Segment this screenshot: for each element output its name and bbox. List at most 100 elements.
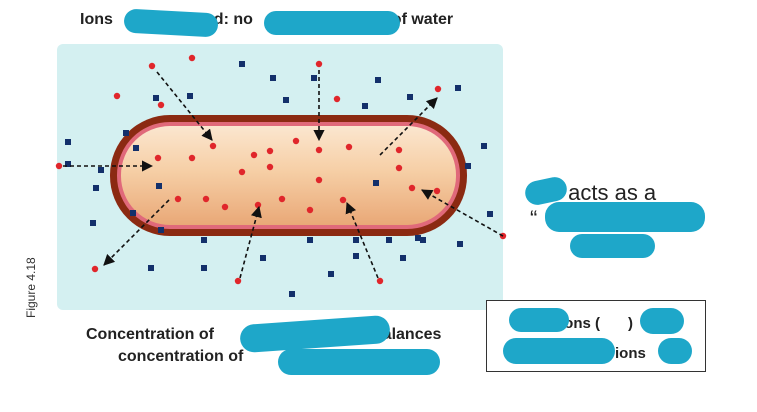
- sodium-ion-marker: [465, 163, 471, 169]
- legend-chloride-label: ions: [615, 345, 646, 362]
- movement-arrow: [239, 205, 262, 279]
- chloride-ion-marker: [154, 154, 162, 162]
- figure-label: Figure 4.18: [24, 257, 38, 318]
- chloride-ion-marker: [315, 60, 323, 68]
- diagram-title: Ions d: no of water: [80, 11, 453, 29]
- chloride-ion-marker: [266, 163, 274, 171]
- sodium-ion-marker: [407, 94, 413, 100]
- chloride-ion-marker: [188, 154, 196, 162]
- sodium-ion-marker: [93, 185, 99, 191]
- redaction-mark: [640, 308, 684, 334]
- legend-sodium-end: ): [628, 315, 633, 332]
- side-label-line2: “: [530, 206, 538, 231]
- sodium-ion-marker: [373, 180, 379, 186]
- chloride-ion-marker: [395, 146, 403, 154]
- sodium-ion-marker: [158, 227, 164, 233]
- chloride-ion-marker: [250, 151, 258, 159]
- chloride-ion-marker: [433, 187, 441, 195]
- redaction-mark: [658, 338, 692, 364]
- sodium-ion-marker: [481, 143, 487, 149]
- movement-arrow: [103, 199, 170, 266]
- chloride-ion-marker: [434, 85, 442, 93]
- sodium-ion-marker: [400, 255, 406, 261]
- chloride-ion-marker: [315, 176, 323, 184]
- chloride-ion-marker: [278, 195, 286, 203]
- chloride-ion-marker: [254, 201, 262, 209]
- chloride-ions-group: [55, 54, 507, 285]
- chloride-ion-marker: [209, 142, 217, 150]
- sodium-ion-marker: [375, 77, 381, 83]
- chloride-ion-marker: [266, 147, 274, 155]
- arrows-group: [63, 70, 504, 279]
- chloride-ion-marker: [202, 195, 210, 203]
- chloride-ion-marker: [292, 137, 300, 145]
- sodium-ions-group: [65, 61, 493, 297]
- chloride-ion-marker: [221, 203, 229, 211]
- chloride-ion-marker: [395, 164, 403, 172]
- sodium-ion-marker: [415, 235, 421, 241]
- chloride-ion-marker: [315, 146, 323, 154]
- title-fragment-3: of water: [391, 11, 454, 28]
- sodium-ion-marker: [457, 241, 463, 247]
- sodium-ion-marker: [65, 161, 71, 167]
- sodium-ion-marker: [353, 253, 359, 259]
- chloride-ion-marker: [113, 92, 121, 100]
- sodium-ion-marker: [311, 75, 317, 81]
- sodium-ion-marker: [187, 93, 193, 99]
- sodium-ion-marker: [239, 61, 245, 67]
- side-label: acts as a: [530, 180, 656, 206]
- sodium-ion-marker: [98, 167, 104, 173]
- bottom-caption: Concentration of balances concentration …: [86, 324, 441, 368]
- sodium-ion-marker: [487, 211, 493, 217]
- title-fragment-2: d: no: [213, 11, 253, 28]
- sodium-ion-marker: [65, 139, 71, 145]
- sodium-ion-marker: [307, 237, 313, 243]
- redaction-mark: [570, 234, 655, 258]
- sodium-ion-marker: [201, 237, 207, 243]
- sodium-ion-marker: [289, 291, 295, 297]
- chloride-ion-marker: [148, 62, 156, 70]
- chloride-ion-marker: [339, 196, 347, 204]
- sodium-ion-marker: [386, 237, 392, 243]
- sodium-ion-marker: [148, 265, 154, 271]
- chloride-ion-marker: [174, 195, 182, 203]
- chloride-ion-marker: [188, 54, 196, 62]
- title-fragment-1: Ions: [80, 11, 113, 28]
- redaction-mark: [503, 338, 615, 364]
- sodium-ion-marker: [270, 75, 276, 81]
- redaction-mark: [509, 308, 569, 332]
- redaction-mark: [264, 11, 400, 35]
- side-label-text: acts as a: [568, 180, 657, 205]
- cytoplasm: [121, 126, 456, 225]
- sodium-ion-marker: [153, 95, 159, 101]
- sodium-ion-marker: [455, 85, 461, 91]
- redaction-mark: [545, 202, 705, 232]
- chloride-ion-marker: [55, 162, 63, 170]
- legend-sodium-label: ions (: [560, 315, 600, 332]
- redaction-mark: [123, 8, 219, 38]
- chloride-ion-marker: [333, 95, 341, 103]
- sodium-ion-marker: [90, 220, 96, 226]
- movement-arrow: [421, 189, 504, 237]
- redaction-mark: [278, 349, 440, 375]
- sodium-ion-marker: [133, 145, 139, 151]
- caption-line1-start: Concentration of: [86, 326, 214, 343]
- movement-arrow: [156, 71, 213, 141]
- sodium-ion-marker: [353, 237, 359, 243]
- caption-line2-start: concentration of: [118, 348, 244, 365]
- chloride-ion-marker: [91, 265, 99, 273]
- sodium-ion-marker: [130, 210, 136, 216]
- chloride-ion-marker: [376, 277, 384, 285]
- sodium-ion-marker: [260, 255, 266, 261]
- sodium-ion-marker: [328, 271, 334, 277]
- sodium-ion-marker: [156, 183, 162, 189]
- sodium-ion-marker: [420, 237, 426, 243]
- chloride-ion-marker: [234, 277, 242, 285]
- chloride-ion-marker: [408, 184, 416, 192]
- caption-line1-end: balances: [372, 326, 442, 343]
- chloride-ion-marker: [345, 143, 353, 151]
- chloride-ion-marker: [157, 101, 165, 109]
- chloride-ion-marker: [306, 206, 314, 214]
- chloride-ion-marker: [238, 168, 246, 176]
- sodium-ion-marker: [201, 265, 207, 271]
